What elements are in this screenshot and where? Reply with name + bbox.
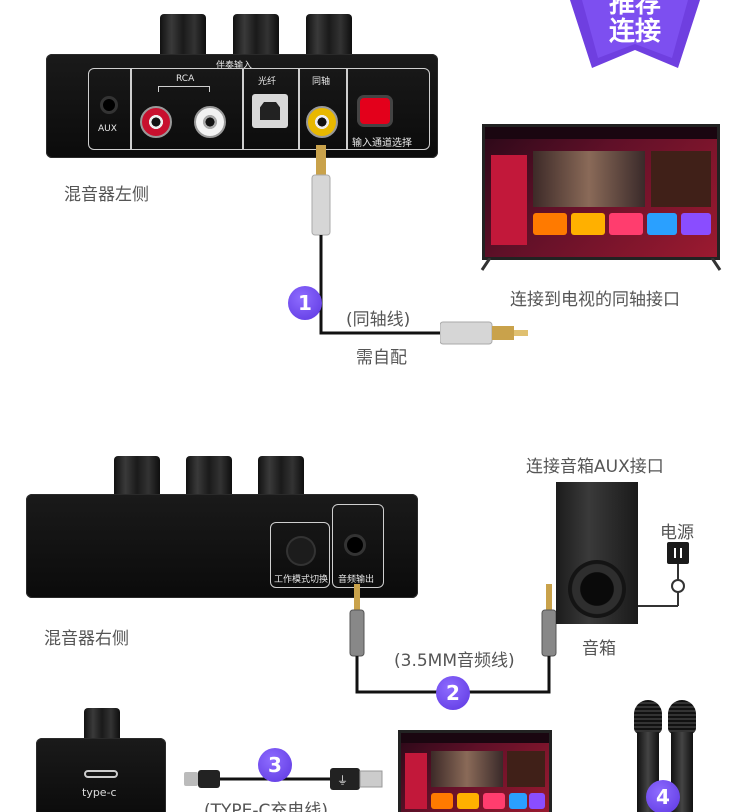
usb-plug-icon: ⏚ <box>337 775 348 787</box>
panel-divider <box>346 68 348 150</box>
knob[interactable] <box>84 708 120 740</box>
panel-divider <box>242 68 244 150</box>
audio-out-label: 音频输出 <box>338 575 375 585</box>
knob[interactable] <box>258 456 304 496</box>
knob[interactable] <box>233 14 279 56</box>
coax-cable-label: (同轴线) <box>346 310 411 330</box>
rca-bracket <box>158 86 210 92</box>
mode-switch-label: 工作模式切换 <box>274 575 329 585</box>
rca-label: RCA <box>176 74 195 84</box>
usb-cable <box>184 768 383 790</box>
power-cable <box>638 564 685 607</box>
tv-caption: 连接到电视的同轴接口 <box>510 290 680 310</box>
aux-label: AUX <box>98 124 117 134</box>
mixer-right-side: 工作模式切换 音频输出 <box>26 494 418 598</box>
mixer-left-side: 伴奏输入 AUX RCA 光纤 同轴 输入通道选择 <box>46 54 438 158</box>
step-4-badge: 4 <box>646 780 680 812</box>
tv-icon <box>482 124 720 260</box>
power-plug-icon <box>667 542 689 564</box>
rca-red-jack[interactable] <box>140 106 172 138</box>
audio-cable-label: (3.5MM音频线) <box>394 651 515 671</box>
mixer-left-caption: 混音器左侧 <box>64 185 149 205</box>
optical-label: 光纤 <box>258 77 277 87</box>
aux-jack[interactable] <box>100 96 118 114</box>
panel-divider <box>298 68 300 150</box>
knob[interactable] <box>160 14 206 56</box>
step-3-badge: 3 <box>258 748 292 782</box>
step-2-badge: 2 <box>436 676 470 710</box>
mode-switch-frame <box>270 522 330 588</box>
coax-plug <box>440 321 528 345</box>
speaker-icon <box>556 482 638 624</box>
recommended-badge <box>570 0 700 68</box>
power-caption: 电源 <box>660 523 694 543</box>
accompaniment-input-label: 伴奏输入 <box>216 61 253 71</box>
coax-label: 同轴 <box>312 77 331 87</box>
tv-stand <box>480 258 722 271</box>
knob[interactable] <box>306 14 352 56</box>
input-select-button[interactable] <box>360 98 390 124</box>
coax-cable-note: 需自配 <box>356 348 407 368</box>
type-c-label: type-c <box>82 786 117 799</box>
audio-out-jack[interactable] <box>344 534 366 556</box>
knob[interactable] <box>114 456 160 496</box>
optical-port[interactable] <box>252 94 288 128</box>
tv-icon <box>398 730 552 812</box>
coax-jack[interactable] <box>306 106 338 138</box>
speaker-caption: 音箱 <box>582 639 616 659</box>
coax-cable <box>311 145 440 335</box>
input-select-label: 输入通道选择 <box>352 138 412 149</box>
audio-cable <box>349 584 557 694</box>
usb-cable-label: (TYPE-C充电线) <box>204 801 329 812</box>
step-1-badge: 1 <box>288 286 322 320</box>
rca-white-jack[interactable] <box>194 106 226 138</box>
panel-frame <box>88 68 430 150</box>
type-c-port[interactable] <box>84 770 118 778</box>
badge-text: 推荐 连接 <box>608 0 661 47</box>
mode-switch-knob[interactable] <box>288 538 314 564</box>
mixer-bottom-side: type-c <box>36 738 166 812</box>
speaker-aux-caption: 连接音箱AUX接口 <box>526 457 664 477</box>
knob[interactable] <box>186 456 232 496</box>
mixer-right-caption: 混音器右侧 <box>44 629 129 649</box>
panel-divider <box>130 68 132 150</box>
